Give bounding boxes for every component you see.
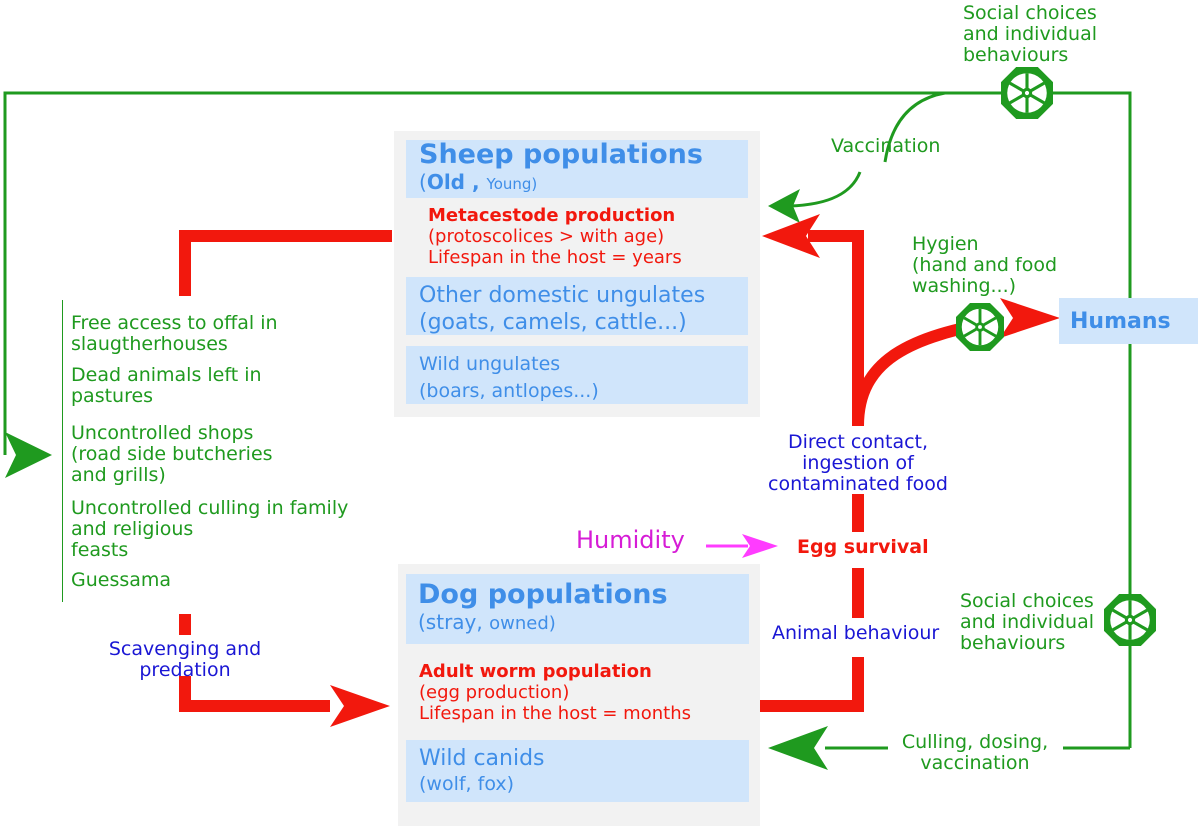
dog-lifespan: Lifespan in the host = months — [419, 703, 691, 724]
hygien-label: Hygien (hand and food washing...) — [912, 233, 1058, 297]
egg-survival-label: Egg survival — [797, 536, 929, 558]
other-domestic-ungulates-cell — [406, 277, 748, 335]
dog-panel — [398, 564, 760, 826]
egg-production: (egg production) — [419, 682, 570, 703]
animal-behaviour-label: Animal behaviour — [772, 622, 940, 644]
other-ungulates-title: Other domestic ungulates — [419, 283, 706, 308]
culling-label: Culling, dosing, vaccination — [901, 731, 1049, 774]
direct-contact-label: Direct contact, ingestion of contaminate… — [768, 431, 948, 495]
arrowhead-to-humans — [1000, 298, 1060, 338]
arrowhead-to-dog-populations — [768, 726, 828, 770]
arrowhead-vaccination — [768, 189, 800, 223]
wild-canids-sub: (wolf, fox) — [419, 773, 515, 795]
dog-populations-title: Dog populations — [418, 579, 668, 610]
arrowhead-to-offal-list — [5, 432, 52, 478]
metacestode-production: Metacestode production — [428, 205, 676, 226]
sheep-age-line: (Old , Young) — [419, 172, 537, 193]
age-young: Young — [486, 175, 532, 193]
other-ungulates-sub: (goats, camels, cattle...) — [419, 310, 687, 335]
adult-worm-population: Adult worm population — [419, 661, 652, 682]
dog-sub-owned: owned) — [489, 613, 556, 634]
dog-populations-sub: (stray, owned) — [418, 612, 556, 634]
wild-ungulates-sub: (boars, antlopes...) — [419, 380, 599, 402]
red-arrowheads — [330, 214, 1060, 727]
sheep-panel — [394, 131, 760, 417]
social-choices-right-label: Social choices and individual behaviours — [960, 590, 1094, 654]
scavenging-label: Scavenging and predation — [108, 638, 262, 681]
paren-open: ( — [419, 170, 427, 194]
wild-ungulates-cell — [406, 346, 748, 404]
arrowhead-to-dogs — [330, 685, 390, 727]
arrowhead-to-sheep — [762, 214, 820, 258]
protoscolices-text: (protoscolices > with age) — [428, 226, 665, 247]
humidity-label: Humidity — [576, 526, 685, 554]
red-transmission-lines — [179, 230, 1001, 712]
humans-box — [1059, 298, 1198, 344]
offal-access-list: Free access to offal in slaugtherhouses … — [62, 300, 393, 602]
paren-close: ) — [531, 175, 538, 193]
offal-item-slaughterhouses: Free access to offal in slaugtherhouses — [71, 312, 278, 355]
offal-item-culling-feasts: Uncontrolled culling in family and relig… — [71, 497, 349, 561]
social-choices-top-label: Social choices and individual behaviours — [963, 2, 1097, 66]
dog-populations-cell — [406, 574, 749, 644]
valve-icon-top[interactable] — [1001, 67, 1053, 119]
offal-item-shops: Uncontrolled shops (road side butcheries… — [71, 422, 273, 486]
wild-ungulates-title: Wild ungulates — [419, 353, 561, 375]
valve-icon-right[interactable] — [1104, 594, 1156, 646]
age-old: Old — [426, 170, 465, 194]
sheep-populations-title: Sheep populations — [419, 139, 703, 170]
wild-canids-cell — [406, 740, 749, 802]
offal-item-guessama: Guessama — [71, 569, 172, 591]
humidity-arrow — [706, 534, 778, 558]
age-separator: , — [465, 170, 487, 194]
humans-label: Humans — [1070, 309, 1171, 334]
vaccination-label: Vaccination — [831, 135, 941, 157]
green-arrowheads — [5, 189, 828, 770]
dog-sub-stray: (stray, — [418, 610, 483, 634]
sheep-lifespan: Lifespan in the host = years — [428, 247, 682, 268]
valve-icon-hygien[interactable] — [956, 303, 1004, 351]
green-control-lines — [3, 91, 1132, 750]
wild-canids-title: Wild canids — [419, 746, 545, 771]
sheep-populations-cell — [406, 140, 748, 198]
offal-item-dead-animals: Dead animals left in pastures — [71, 364, 262, 407]
